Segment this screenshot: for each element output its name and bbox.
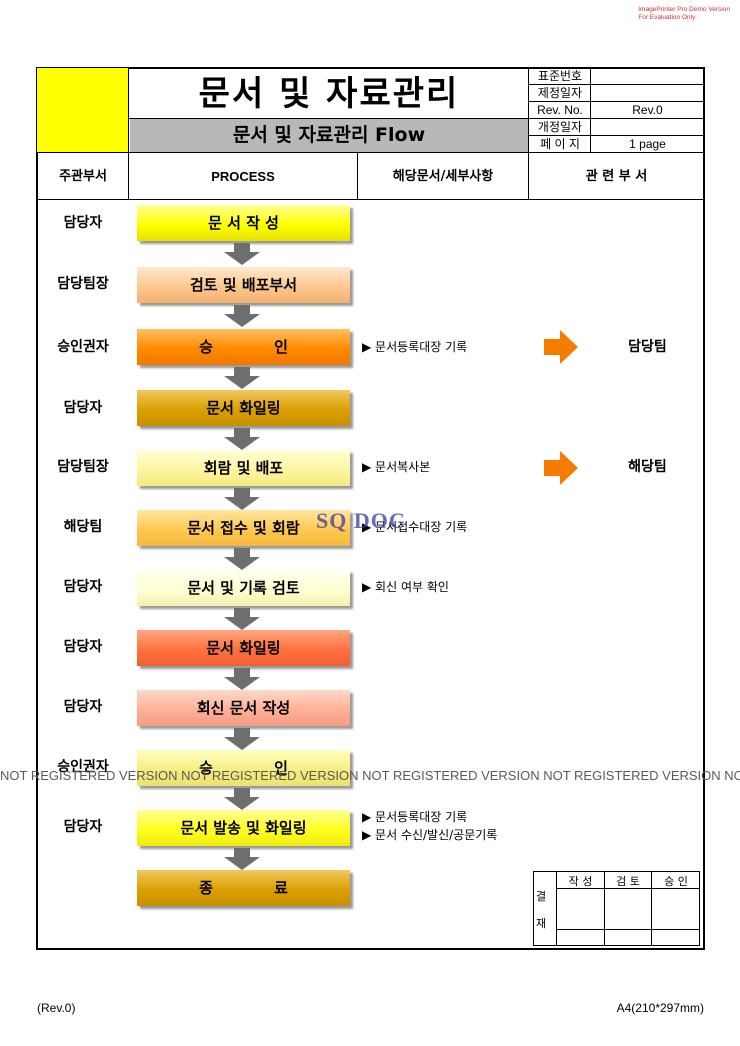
divider — [556, 929, 700, 930]
dept-label: 담당자 — [63, 579, 103, 595]
doc-info-value — [592, 119, 703, 135]
approval-column-header: 검 토 — [616, 875, 640, 888]
process-step: 승 인 — [137, 329, 350, 365]
footer-revision: (Rev.0) — [37, 1001, 76, 1015]
divider — [37, 152, 704, 153]
approval-column-header: 작 성 — [568, 875, 593, 888]
approval-column-header: 승 인 — [664, 875, 688, 888]
dept-label: 담당팀장 — [57, 459, 109, 475]
down-arrow-icon — [224, 608, 260, 630]
down-arrow-icon — [224, 428, 260, 450]
column-header-related: 관 련 부 서 — [585, 169, 648, 184]
document-note: ▶ 문서접수대장 기록 — [362, 520, 468, 534]
column-header-dept: 주관부서 — [59, 169, 107, 184]
right-arrow-icon — [544, 451, 578, 485]
dept-label: 담당자 — [63, 400, 103, 416]
process-step: 승 인 — [137, 750, 350, 786]
divider — [528, 84, 704, 85]
process-step: 회람 및 배포 — [137, 450, 350, 486]
divider — [528, 101, 704, 102]
divider — [590, 68, 591, 152]
column-header-process: PROCESS — [211, 169, 275, 184]
approval-side-label: 재 — [536, 917, 547, 930]
divider — [556, 871, 557, 946]
document-title: 문서 및 자료관리 — [198, 74, 460, 114]
divider — [528, 68, 529, 152]
document-note: ▶ 문서등록대장 기록 — [362, 340, 468, 354]
divider — [604, 871, 605, 946]
demo-notice-line: For Evaluation Only — [638, 14, 696, 21]
down-arrow-icon — [224, 305, 260, 327]
divider — [528, 118, 704, 119]
process-step: 문 서 작 성 — [137, 205, 350, 241]
document-note: ▶ 문서등록대장 기록 — [362, 810, 468, 824]
down-arrow-icon — [224, 788, 260, 810]
right-arrow-icon — [544, 330, 578, 364]
footer-paper-size: A4(210*297mm) — [616, 1001, 704, 1015]
document-subtitle: 문서 및 자료관리 Flow — [130, 119, 528, 152]
doc-info-label: 표준번호 — [537, 69, 583, 83]
divider — [651, 871, 652, 946]
divider — [128, 118, 528, 119]
approval-side-label: 결 — [536, 890, 547, 903]
down-arrow-icon — [224, 728, 260, 750]
related-dept: 해당팀 — [628, 459, 667, 475]
logo-block — [37, 68, 128, 152]
document-note: ▶ 문서복사본 — [362, 460, 431, 474]
process-step: 문서 발송 및 화일링 — [137, 810, 350, 846]
down-arrow-icon — [224, 548, 260, 570]
related-dept: 담당팀 — [628, 339, 667, 355]
doc-info-value: Rev.0 — [632, 103, 663, 117]
process-step: 문서 화일링 — [137, 630, 350, 666]
column-header-documents: 해당문서/세부사항 — [392, 169, 494, 184]
dept-label: 승인권자 — [57, 339, 109, 355]
down-arrow-icon — [224, 488, 260, 510]
form-frame — [36, 67, 705, 950]
process-step: 문서 및 기록 검토 — [137, 570, 350, 606]
demo-notice: ImagePrinter Pro Demo Version For Evalua… — [638, 6, 730, 22]
divider — [528, 135, 704, 136]
approval-table — [533, 871, 700, 946]
dept-label: 담당자 — [63, 215, 103, 231]
divider — [357, 152, 358, 200]
doc-info-value — [592, 85, 703, 101]
dept-label: 승인권자 — [57, 759, 109, 775]
divider — [528, 152, 529, 200]
dept-label: 담당자 — [63, 819, 103, 835]
dept-label: 해당팀 — [63, 519, 103, 535]
down-arrow-icon — [224, 367, 260, 389]
doc-info-value — [592, 68, 703, 84]
divider — [556, 888, 700, 889]
down-arrow-icon — [224, 243, 260, 265]
doc-info-value: 1 page — [629, 137, 666, 151]
process-step: 문서 접수 및 회람 — [137, 510, 350, 546]
down-arrow-icon — [224, 668, 260, 690]
process-step: 검토 및 배포부서 — [137, 267, 350, 303]
process-step: 회신 문서 작성 — [137, 690, 350, 726]
document-note: ▶ 회신 여부 확인 — [362, 580, 449, 594]
demo-notice-line: ImagePrinter Pro Demo Version — [638, 6, 730, 13]
dept-label: 담당자 — [63, 699, 103, 715]
document-note: ▶ 문서 수신/발신/공문기록 — [362, 828, 498, 842]
process-step: 문서 화일링 — [137, 390, 350, 426]
divider — [37, 199, 704, 200]
doc-info-label: 페 이 지 — [540, 137, 580, 151]
divider — [128, 68, 129, 200]
dept-label: 담당팀장 — [57, 276, 109, 292]
dept-label: 담당자 — [63, 639, 103, 655]
doc-info-label: 제정일자 — [537, 86, 583, 100]
watermark-logo: SQ DOC — [316, 508, 406, 533]
watermark-band: NOT REGISTERED VERSION NOT REGISTERED VE… — [0, 768, 740, 783]
doc-info-label: 개정일자 — [537, 120, 583, 134]
process-step: 종 료 — [137, 870, 350, 906]
doc-info-label: Rev. No. — [537, 103, 583, 117]
down-arrow-icon — [224, 848, 260, 870]
